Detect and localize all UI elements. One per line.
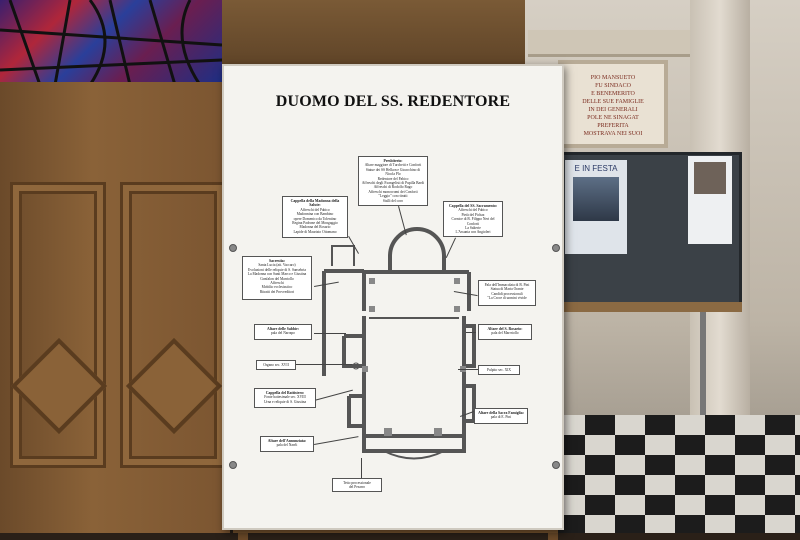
label-annunziata: Altare dell'Annunziata: pala del Narrli <box>260 436 314 452</box>
pin <box>229 461 237 469</box>
stained-glass-leading <box>0 0 222 85</box>
poster-photo <box>573 177 619 221</box>
label-sacra-famiglia: Altare della Sacra Famiglia: pala di E. … <box>474 408 528 424</box>
pin <box>552 244 560 252</box>
label-battistero: Cappella del Battistero: Fonte battesima… <box>254 388 316 408</box>
plaque-cornice <box>528 30 698 57</box>
poster-headline: E IN FESTA <box>574 164 618 173</box>
pin <box>229 244 237 252</box>
label-altare-sabbie: Altare delle Sabbie: pala del Narrapo <box>254 324 312 340</box>
sign-title: DUOMO DEL SS. REDENTORE <box>275 93 511 110</box>
event-poster: E IN FESTA <box>565 160 627 254</box>
notice-sheet <box>688 156 732 244</box>
label-organo: Organo sec. XVII <box>256 360 296 370</box>
label-pulpito: Pulpito sec. XIX <box>478 365 520 375</box>
floor-plan-drawing <box>322 227 476 460</box>
label-sacrestia: Sacrestia: Santa Lucia (att. Vaccaro) Ev… <box>242 256 312 300</box>
memorial-plaque: PIO MANSUETO FU SINDACO E BENEMERITO DEL… <box>558 60 668 148</box>
label-ss-sacramento: Cappella del SS. Sacramento: Affreschi d… <box>443 201 503 237</box>
church-floor-plan-sign: DUOMO DEL SS. REDENTORE <box>222 64 564 530</box>
notice-photo <box>694 162 726 194</box>
connector-line <box>466 332 476 333</box>
board-stand <box>700 312 706 442</box>
plaque-inscription: PIO MANSUETO FU SINDACO E BENEMERITO DEL… <box>582 75 644 137</box>
label-presbiterio: Presbiterio: Altare maggiore di Turchett… <box>358 156 428 206</box>
wooden-door <box>0 82 230 533</box>
door-panel-left <box>10 182 106 468</box>
connector-line <box>314 333 346 334</box>
label-altare-rosario: Altare del S. Rosario: pala del Marrriol… <box>478 324 532 340</box>
wooden-pillar <box>222 0 532 70</box>
connector-line <box>292 364 352 365</box>
label-pala-immacolata: Pala dell'Immacolata di B. Pini Statua d… <box>478 280 536 306</box>
pin <box>552 461 560 469</box>
literature-shelf <box>556 302 742 312</box>
label-portale: Tetto processionale del Pesarro <box>332 478 382 492</box>
checkered-floor <box>555 415 800 533</box>
connector-line <box>458 369 480 370</box>
label-madonna-salute: Cappella della Madonna della Salute: Aff… <box>282 196 348 238</box>
